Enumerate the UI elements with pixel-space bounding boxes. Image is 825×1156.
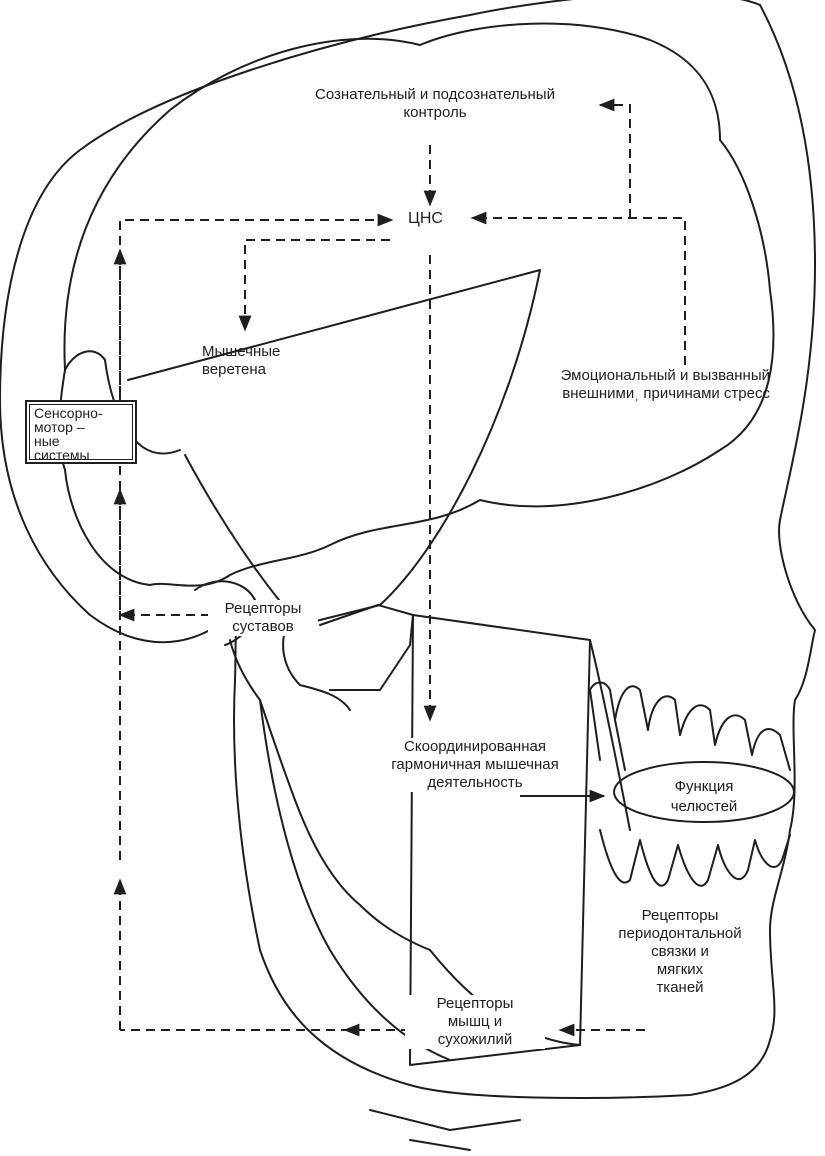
coordinated-activity-label: Скоординированная гармоничная мышечная д… <box>370 738 580 792</box>
spindles-line-1: Мышечные <box>202 343 280 361</box>
stress-line-2: внешнимиˌ причинами стресс <box>520 385 770 403</box>
joint-receptors-label: Рецепторы суставов <box>208 600 318 636</box>
stress-line-1: Эмоциональный и вызванный <box>520 367 770 385</box>
periodontal-label: Рецепторы периодонтальной связки и мягки… <box>595 907 765 997</box>
arrow-stress-to-control <box>600 105 630 218</box>
jaw-line-2: челюстей <box>624 797 784 817</box>
sensory-line-3: ные <box>34 434 128 448</box>
coordinated-line-2: гармоничная мышечная <box>370 756 580 774</box>
sensory-line-4: системы <box>34 448 128 462</box>
upper-teeth <box>590 683 790 771</box>
masseter-triangle <box>128 270 540 625</box>
periodontal-line-4: мягких <box>595 961 765 979</box>
sensory-line-2: мотор – <box>34 420 128 434</box>
stress-label: Эмоциональный и вызванный внешнимиˌ прич… <box>520 367 770 403</box>
jaw-function-label: Функция челюстей <box>624 777 784 817</box>
sensory-motor-box: Сенсорно- мотор – ные системы <box>25 400 137 464</box>
control-label: Сознательный и подсознательный контроль <box>285 86 585 122</box>
periodontal-line-1: Рецепторы <box>595 907 765 925</box>
periodontal-line-5: тканей <box>595 979 765 997</box>
muscle-line-3: сухожилий <box>405 1031 545 1049</box>
spindles-label: Мышечные веретена <box>202 343 280 379</box>
cns-label: ЦНС <box>408 210 443 228</box>
joint-line-1: Рецепторы <box>208 600 318 618</box>
arrow-stress-to-cns <box>472 218 685 365</box>
periodontal-line-2: периодонтальной <box>595 925 765 943</box>
muscle-line-1: Рецепторы <box>405 995 545 1013</box>
lower-teeth <box>600 830 790 886</box>
coordinated-line-3: деятельность <box>370 774 580 792</box>
control-line-2: контроль <box>285 104 585 122</box>
muscle-line-2: мышц и <box>405 1013 545 1031</box>
joint-line-2: суставов <box>208 618 318 636</box>
jaw-line-1: Функция <box>624 777 784 797</box>
sensory-line-1: Сенсорно- <box>34 406 128 420</box>
muscle-receptors-label: Рецепторы мышц и сухожилий <box>405 995 545 1049</box>
periodontal-line-3: связки и <box>595 943 765 961</box>
coordinated-line-1: Скоординированная <box>370 738 580 756</box>
spindles-line-2: веретена <box>202 361 280 379</box>
control-line-1: Сознательный и подсознательный <box>285 86 585 104</box>
